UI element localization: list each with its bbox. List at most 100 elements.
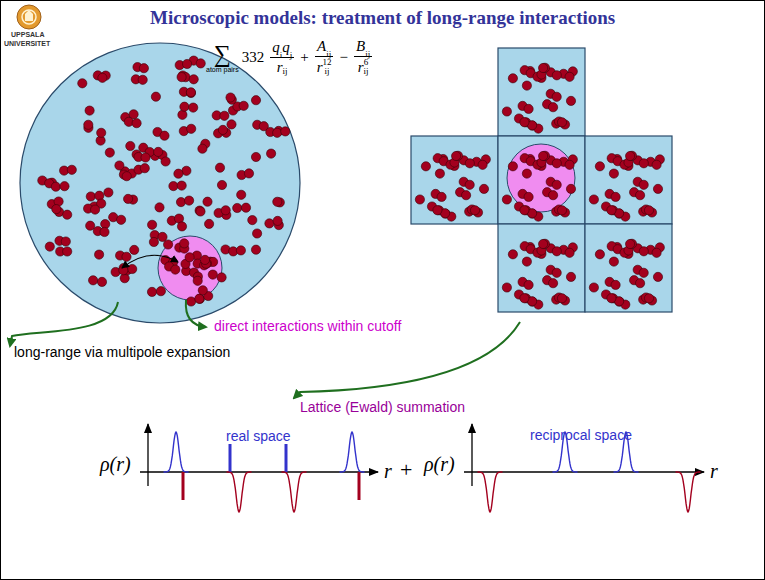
leader-arrow — [10, 302, 118, 346]
atom — [549, 191, 558, 200]
atoms — [38, 56, 665, 309]
axis — [147, 424, 148, 486]
atom — [104, 188, 113, 197]
atom — [251, 96, 260, 105]
atom — [241, 203, 250, 212]
atom — [552, 247, 561, 256]
formula-symbol: B — [356, 38, 365, 55]
atom — [97, 277, 106, 286]
atom — [189, 75, 198, 84]
atom — [187, 124, 196, 133]
atom — [67, 165, 76, 174]
atom — [253, 229, 262, 238]
atom — [552, 180, 561, 189]
atom — [122, 252, 131, 261]
atom — [98, 73, 107, 82]
atom — [653, 272, 662, 281]
atom — [465, 180, 474, 189]
atom — [215, 163, 224, 172]
atom — [595, 162, 604, 171]
logo-text: UNIVERSITET — [4, 40, 50, 48]
atom — [183, 59, 192, 68]
axis-label: r — [710, 460, 718, 482]
plot-title: reciprocal space — [530, 428, 632, 443]
atom — [611, 280, 620, 289]
callout-label: Lattice (Ewald) summation — [300, 400, 465, 415]
atom — [203, 197, 212, 206]
atom — [186, 88, 195, 97]
atom — [193, 276, 202, 285]
atom — [161, 157, 170, 166]
atom — [189, 103, 198, 112]
atom — [520, 118, 529, 127]
atom — [508, 74, 517, 83]
cutoff-sphere — [507, 144, 575, 212]
atom — [195, 294, 204, 303]
periodic-box — [585, 136, 672, 224]
atom — [208, 270, 217, 279]
atom — [539, 239, 548, 248]
atom — [124, 194, 133, 203]
formula-symbol: r — [317, 59, 323, 76]
formula-part: qiqj — [270, 39, 294, 58]
formula-symbol: q — [272, 39, 280, 56]
atom — [644, 294, 653, 303]
atom — [524, 280, 533, 289]
atom — [609, 169, 618, 178]
plot-title: real space — [226, 429, 291, 444]
atom — [139, 64, 148, 73]
formula-part: 6ij — [364, 58, 369, 76]
atom — [147, 287, 156, 296]
logo-text: UPPSALA — [11, 31, 44, 39]
plus-sign: + — [400, 458, 412, 482]
periodic-box — [498, 224, 585, 312]
atom — [155, 203, 164, 212]
atom — [239, 101, 248, 110]
atom — [465, 159, 474, 168]
atom — [156, 287, 165, 296]
atom — [177, 73, 186, 82]
formula-part: qiqjrij — [270, 39, 294, 76]
atom — [97, 128, 106, 137]
atom — [227, 120, 236, 129]
atom — [433, 206, 442, 215]
atom — [140, 164, 149, 173]
university-seal — [17, 5, 41, 29]
atom — [244, 169, 253, 178]
formula-symbol: 6 — [364, 58, 369, 67]
atom — [478, 160, 487, 169]
atom — [435, 169, 444, 178]
point-charge — [285, 444, 288, 472]
atom — [126, 141, 135, 150]
atom — [508, 162, 517, 171]
atom — [652, 248, 661, 257]
formula-part: Bijr6ij — [354, 38, 372, 76]
atom — [611, 192, 620, 201]
atom — [566, 96, 575, 105]
formula-symbol: 12 — [323, 58, 332, 67]
atom — [61, 237, 70, 246]
cutoff-sphere — [158, 236, 222, 300]
atom — [95, 250, 104, 259]
atom — [653, 184, 662, 193]
callout-label: long-range via multipole expansion — [14, 345, 230, 360]
periodic-box — [411, 136, 498, 224]
atom — [273, 216, 282, 225]
gaussian-charge — [340, 432, 365, 472]
atom — [626, 151, 635, 160]
atom — [198, 144, 207, 153]
atom — [557, 118, 566, 127]
atom — [237, 190, 246, 199]
atom — [217, 180, 226, 189]
formula-part: 12ij — [323, 58, 332, 76]
atom — [60, 182, 69, 191]
atom — [105, 148, 114, 157]
atom — [176, 198, 185, 207]
atom — [218, 125, 227, 134]
formula-part: rij — [275, 58, 290, 76]
atom — [236, 246, 245, 255]
atom — [522, 81, 531, 90]
atom — [566, 184, 575, 193]
atom — [502, 107, 511, 116]
